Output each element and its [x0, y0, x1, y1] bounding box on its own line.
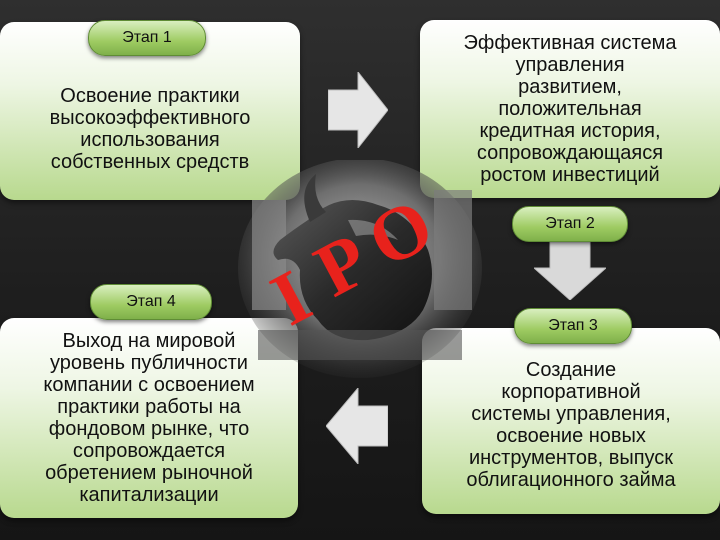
stage-1-line: высокоэффективного [49, 107, 251, 129]
stage-3-line: системы управления, [471, 403, 671, 425]
stage-4-text: Выход на мировой уровень публичности ком… [43, 330, 254, 506]
stage-4-box: Выход на мировой уровень публичности ком… [0, 318, 298, 518]
stage-4-line: капитализации [79, 484, 219, 506]
stage-2-line: ростом инвестиций [480, 164, 660, 186]
ipo-letter-i: I [268, 254, 324, 340]
stage-2-line: кредитная история, [479, 120, 661, 142]
stage-2-line: развитием, [518, 76, 622, 98]
stage-1-badge: Этап 1 [88, 20, 206, 56]
stage-4-line: фондовом рынке, что [48, 418, 250, 440]
stage-2-box: Эффективная система управления развитием… [420, 20, 720, 198]
stage-1-line: использования [80, 129, 220, 151]
stage-2-line: положительная [498, 98, 642, 120]
stage-2-line: Эффективная система [463, 32, 677, 54]
building-right [434, 190, 472, 310]
stage-4-badge: Этап 4 [90, 284, 212, 320]
street-ground [258, 330, 462, 360]
bull-horn [304, 174, 326, 222]
stage-3-badge: Этап 3 [514, 308, 632, 344]
bull-photo [238, 160, 482, 378]
bull-highlight [348, 219, 398, 240]
stage-4-line: сопровождается [72, 440, 226, 462]
stage-1-line: собственных средств [50, 151, 250, 173]
arrow-right-icon [328, 72, 388, 148]
arrow-down-icon [534, 242, 606, 300]
stage-4-line: компании с освоением [43, 374, 255, 396]
stage-3-line: корпоративной [501, 381, 641, 403]
stage-3-line: освоение новых [496, 425, 646, 447]
ipo-label: I P O [268, 190, 446, 340]
stage-3-box: Создание корпоративной системы управлени… [422, 328, 720, 514]
stage-1-line: Освоение практики [60, 85, 240, 107]
stage-2-line: сопровождающаяся [476, 142, 664, 164]
stage-4-line: Выход на мировой [62, 330, 236, 352]
stage-2-text: Эффективная система управления развитием… [464, 32, 677, 186]
stage-4-line: практики работы на [57, 396, 241, 418]
stage-3-text: Создание корпоративной системы управлени… [466, 359, 675, 491]
stage-2-badge: Этап 2 [512, 206, 628, 242]
stage-1-text: Освоение практики высокоэффективного исп… [50, 85, 251, 173]
stage-3-line: облигационного займа [466, 469, 676, 491]
stage-3-line: Создание [525, 359, 617, 381]
stage-4-line: обретением рыночной [45, 462, 253, 484]
stage-4-line: уровень публичности [50, 352, 248, 374]
arrow-left-icon [326, 388, 388, 464]
stage-2-line: управления [515, 54, 625, 76]
stage-3-line: инструментов, выпуск [468, 447, 674, 469]
